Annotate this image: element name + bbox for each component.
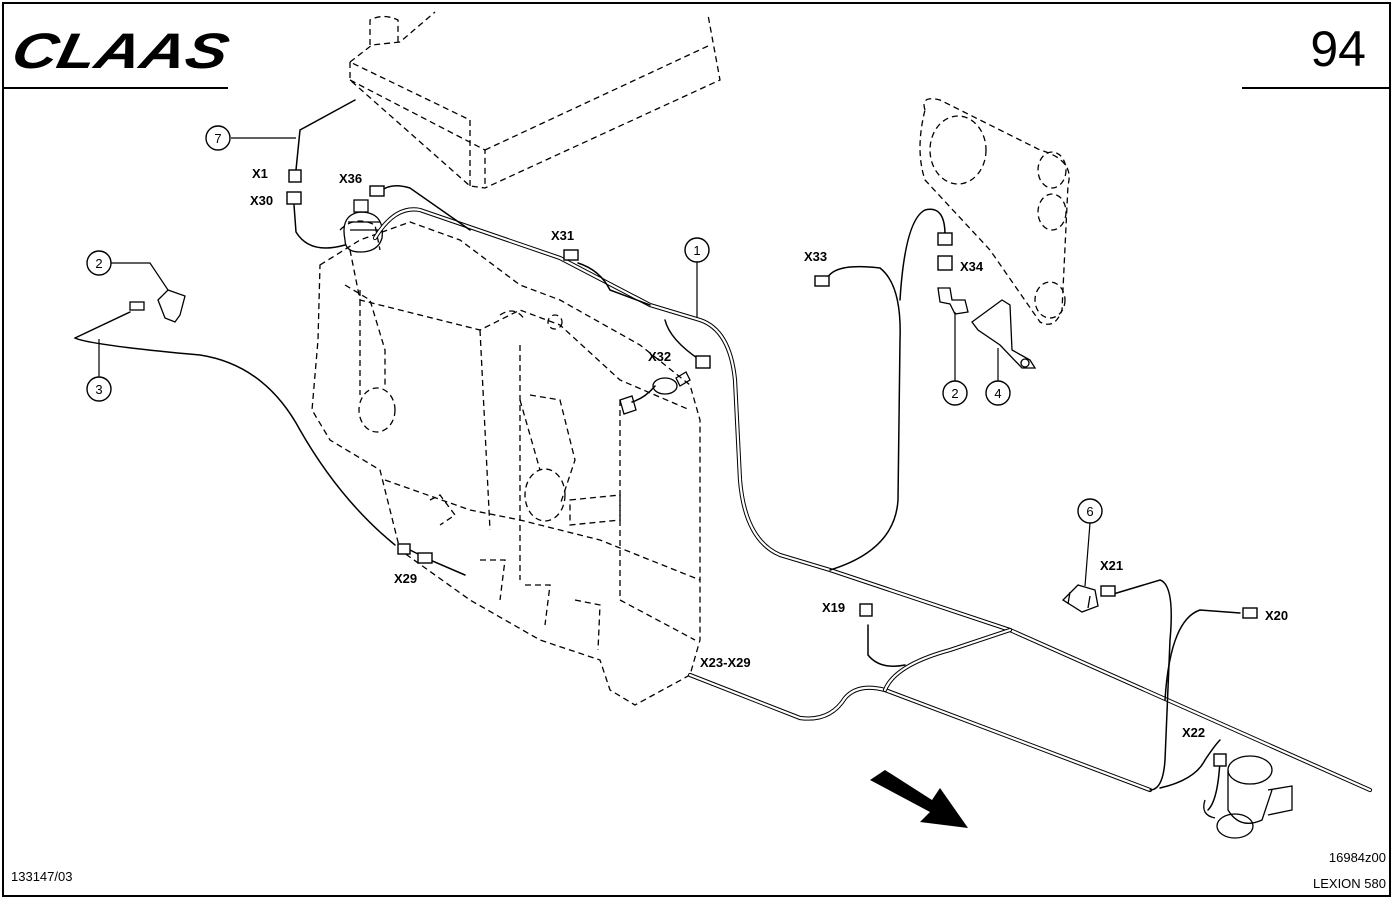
label-x31: X31: [551, 228, 574, 243]
speed-sensor-left: [129, 289, 186, 323]
callout-2-right: 2: [942, 312, 968, 406]
model-name: LEXION 580: [1313, 876, 1386, 891]
label-x33: X33: [804, 249, 827, 264]
branch-wires: [74, 99, 1241, 811]
document-code: 133147/03: [11, 869, 72, 884]
label-x34: X34: [960, 259, 984, 274]
speed-sensor-right: [937, 287, 969, 315]
brand-logo: CLAAS: [7, 23, 234, 79]
label-x19: X19: [822, 600, 845, 615]
callout-3: 3: [86, 339, 112, 402]
label-x23-x29: X23-X29: [700, 655, 751, 670]
callout-6: 6: [1077, 498, 1103, 587]
label-x36: X36: [339, 171, 362, 186]
page-number: 94: [1310, 21, 1366, 77]
callout-2-left: 2: [86, 250, 169, 291]
label-x22: X22: [1182, 725, 1205, 740]
engine-block-outline: [349, 11, 721, 189]
callout-1: 1: [684, 237, 710, 318]
svg-text:2: 2: [951, 386, 958, 401]
svg-text:1: 1: [693, 243, 700, 258]
fuel-tank-outline: [311, 220, 701, 706]
label-x29: X29: [394, 571, 417, 586]
label-x1: X1: [252, 166, 268, 181]
pump-x22: [1203, 755, 1293, 839]
label-x20: X20: [1265, 608, 1288, 623]
direction-arrow: [870, 770, 968, 828]
svg-text:3: 3: [95, 382, 102, 397]
callout-4: 4: [985, 348, 1011, 406]
drawing-code: 16984z00: [1329, 850, 1386, 865]
mounting-bracket: [971, 299, 1037, 369]
label-x21: X21: [1100, 558, 1123, 573]
svg-text:4: 4: [994, 386, 1001, 401]
callout-7: 7: [205, 125, 296, 151]
svg-text:7: 7: [214, 131, 221, 146]
connector-shells: [286, 169, 1258, 767]
svg-text:6: 6: [1086, 504, 1093, 519]
label-x30: X30: [250, 193, 273, 208]
sensor-x36-body: [343, 199, 383, 253]
belt-drive-outline: [919, 98, 1070, 325]
svg-text:2: 2: [95, 256, 102, 271]
main-harness: [372, 207, 1373, 793]
fuel-sender-x32: [619, 371, 691, 415]
sensor-x21: [1061, 584, 1099, 613]
label-x32: X32: [648, 349, 671, 364]
